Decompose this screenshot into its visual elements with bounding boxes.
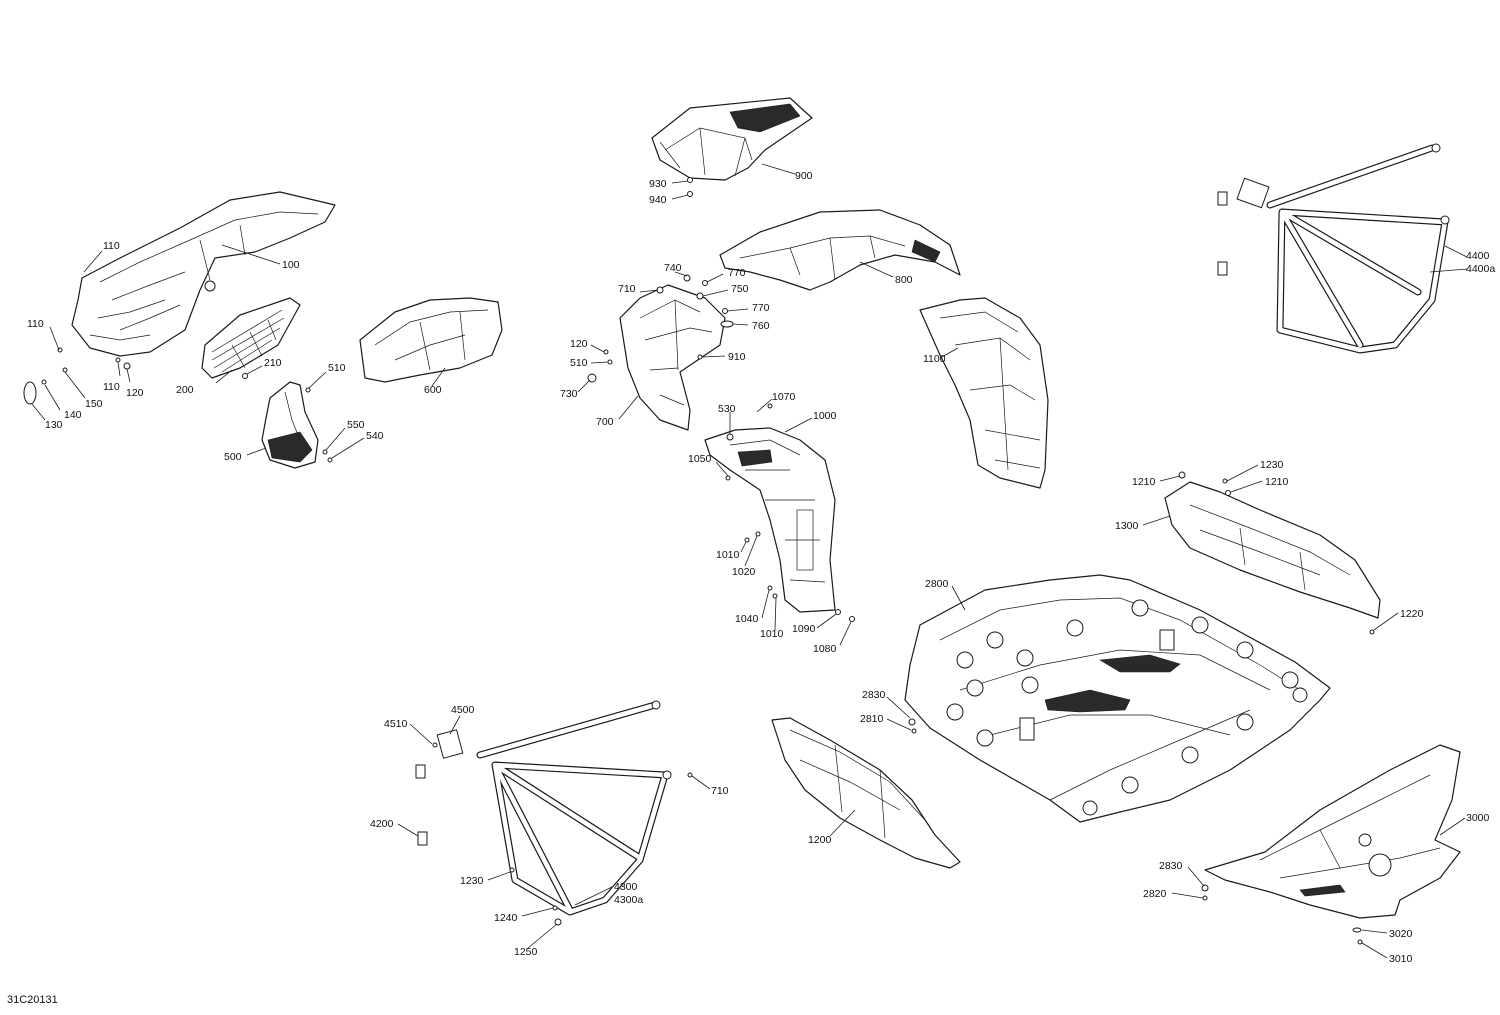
- callout-2810: 2810: [860, 713, 884, 725]
- callout-3020: 3020: [1389, 928, 1413, 940]
- part-2800-floor-plate: [904, 574, 1331, 823]
- callout-1000: 1000: [813, 410, 837, 422]
- callout-770: 770: [752, 302, 770, 314]
- callout-120: 120: [126, 387, 144, 399]
- callout-4200: 4200: [370, 818, 394, 830]
- callout-1010: 1010: [716, 549, 740, 561]
- callout-3000: 3000: [1466, 812, 1490, 824]
- callout-540: 540: [366, 430, 384, 442]
- callout-110: 110: [27, 318, 44, 330]
- callout-1040: 1040: [735, 613, 759, 625]
- floor-plate-holes: [946, 599, 1308, 816]
- callout-200: 200: [176, 384, 194, 396]
- callout-1070: 1070: [772, 391, 796, 403]
- callout-210: 210: [264, 357, 282, 369]
- part-4400-tube-frame: [1217, 143, 1450, 354]
- callout-760: 760: [752, 320, 770, 332]
- callout-940: 940: [649, 194, 667, 206]
- callout-1200: 1200: [808, 834, 832, 846]
- callout-930: 930: [649, 178, 667, 190]
- callout-1300: 1300: [1115, 520, 1139, 532]
- part-1000-center-console: [704, 427, 836, 613]
- callout-4500: 4500: [451, 704, 475, 716]
- callout-1010: 1010: [760, 628, 784, 640]
- callout-2830: 2830: [862, 689, 886, 701]
- callout-2820: 2820: [1143, 888, 1167, 900]
- callout-500: 500: [224, 451, 242, 463]
- callout-550: 550: [347, 419, 365, 431]
- callout-800: 800: [895, 274, 913, 286]
- callout-2830: 2830: [1159, 860, 1183, 872]
- callout-1230: 1230: [460, 875, 484, 887]
- callout-100: 100: [282, 259, 300, 271]
- part-4300-tube-frame: [415, 700, 672, 916]
- callout-1050: 1050: [688, 453, 712, 465]
- callout-510: 510: [570, 357, 588, 369]
- part-600-dash-bracket: [359, 297, 503, 383]
- callout-1020: 1020: [732, 566, 756, 578]
- callout-150: 150: [85, 398, 103, 410]
- callout-120: 120: [570, 338, 588, 350]
- callout-2800: 2800: [925, 578, 949, 590]
- callout-3010: 3010: [1389, 953, 1413, 965]
- callout-4300a: 4300a: [614, 894, 643, 906]
- callout-1240: 1240: [494, 912, 518, 924]
- callout-1210: 1210: [1265, 476, 1289, 488]
- part-1200-lower-panel: [771, 717, 961, 869]
- callout-1090: 1090: [792, 623, 816, 635]
- callout-4300: 4300: [614, 881, 638, 893]
- callout-130: 130: [45, 419, 63, 431]
- callout-110: 110: [103, 381, 120, 393]
- callout-900: 900: [795, 170, 813, 182]
- diagram-code: 31C20131: [7, 994, 58, 1006]
- callout-labels: 900 930 940 110 100 110 110 120 150 140 …: [27, 170, 1495, 965]
- callout-750: 750: [731, 283, 749, 295]
- callout-700: 700: [596, 416, 614, 428]
- leader-lines: [31, 163, 1468, 959]
- callout-910: 910: [728, 351, 746, 363]
- part-3000-rear-skid: [1204, 744, 1461, 919]
- part-1100-side-panel: [919, 297, 1049, 489]
- callout-140: 140: [64, 409, 82, 421]
- callout-770: 770: [728, 267, 746, 279]
- callout-4400: 4400: [1466, 250, 1490, 262]
- part-1300-rear-rail: [1164, 481, 1381, 619]
- callout-510: 510: [328, 362, 346, 374]
- callout-1210: 1210: [1132, 476, 1156, 488]
- callout-600: 600: [424, 384, 442, 396]
- callout-110: 110: [103, 240, 120, 252]
- callout-710: 710: [711, 785, 729, 797]
- part-200-grille: [201, 297, 301, 379]
- callout-710: 710: [618, 283, 636, 295]
- callout-4400a: 4400a: [1466, 263, 1495, 275]
- callout-730: 730: [560, 388, 578, 400]
- callout-4510: 4510: [384, 718, 408, 730]
- callout-530: 530: [718, 403, 736, 415]
- callout-1080: 1080: [813, 643, 837, 655]
- part-800-dash-panel: [719, 209, 961, 291]
- callout-1230: 1230: [1260, 459, 1284, 471]
- part-100-front-fascia: [71, 191, 336, 357]
- callout-1220: 1220: [1400, 608, 1424, 620]
- callout-1250: 1250: [514, 946, 538, 958]
- part-500-headlight-module: [261, 381, 319, 469]
- callout-1100: 1100: [923, 353, 946, 365]
- part-900-hood: [651, 97, 813, 181]
- part-700-side-panel: [619, 284, 726, 431]
- callout-740: 740: [664, 262, 682, 274]
- hardware-items: [23, 177, 1375, 945]
